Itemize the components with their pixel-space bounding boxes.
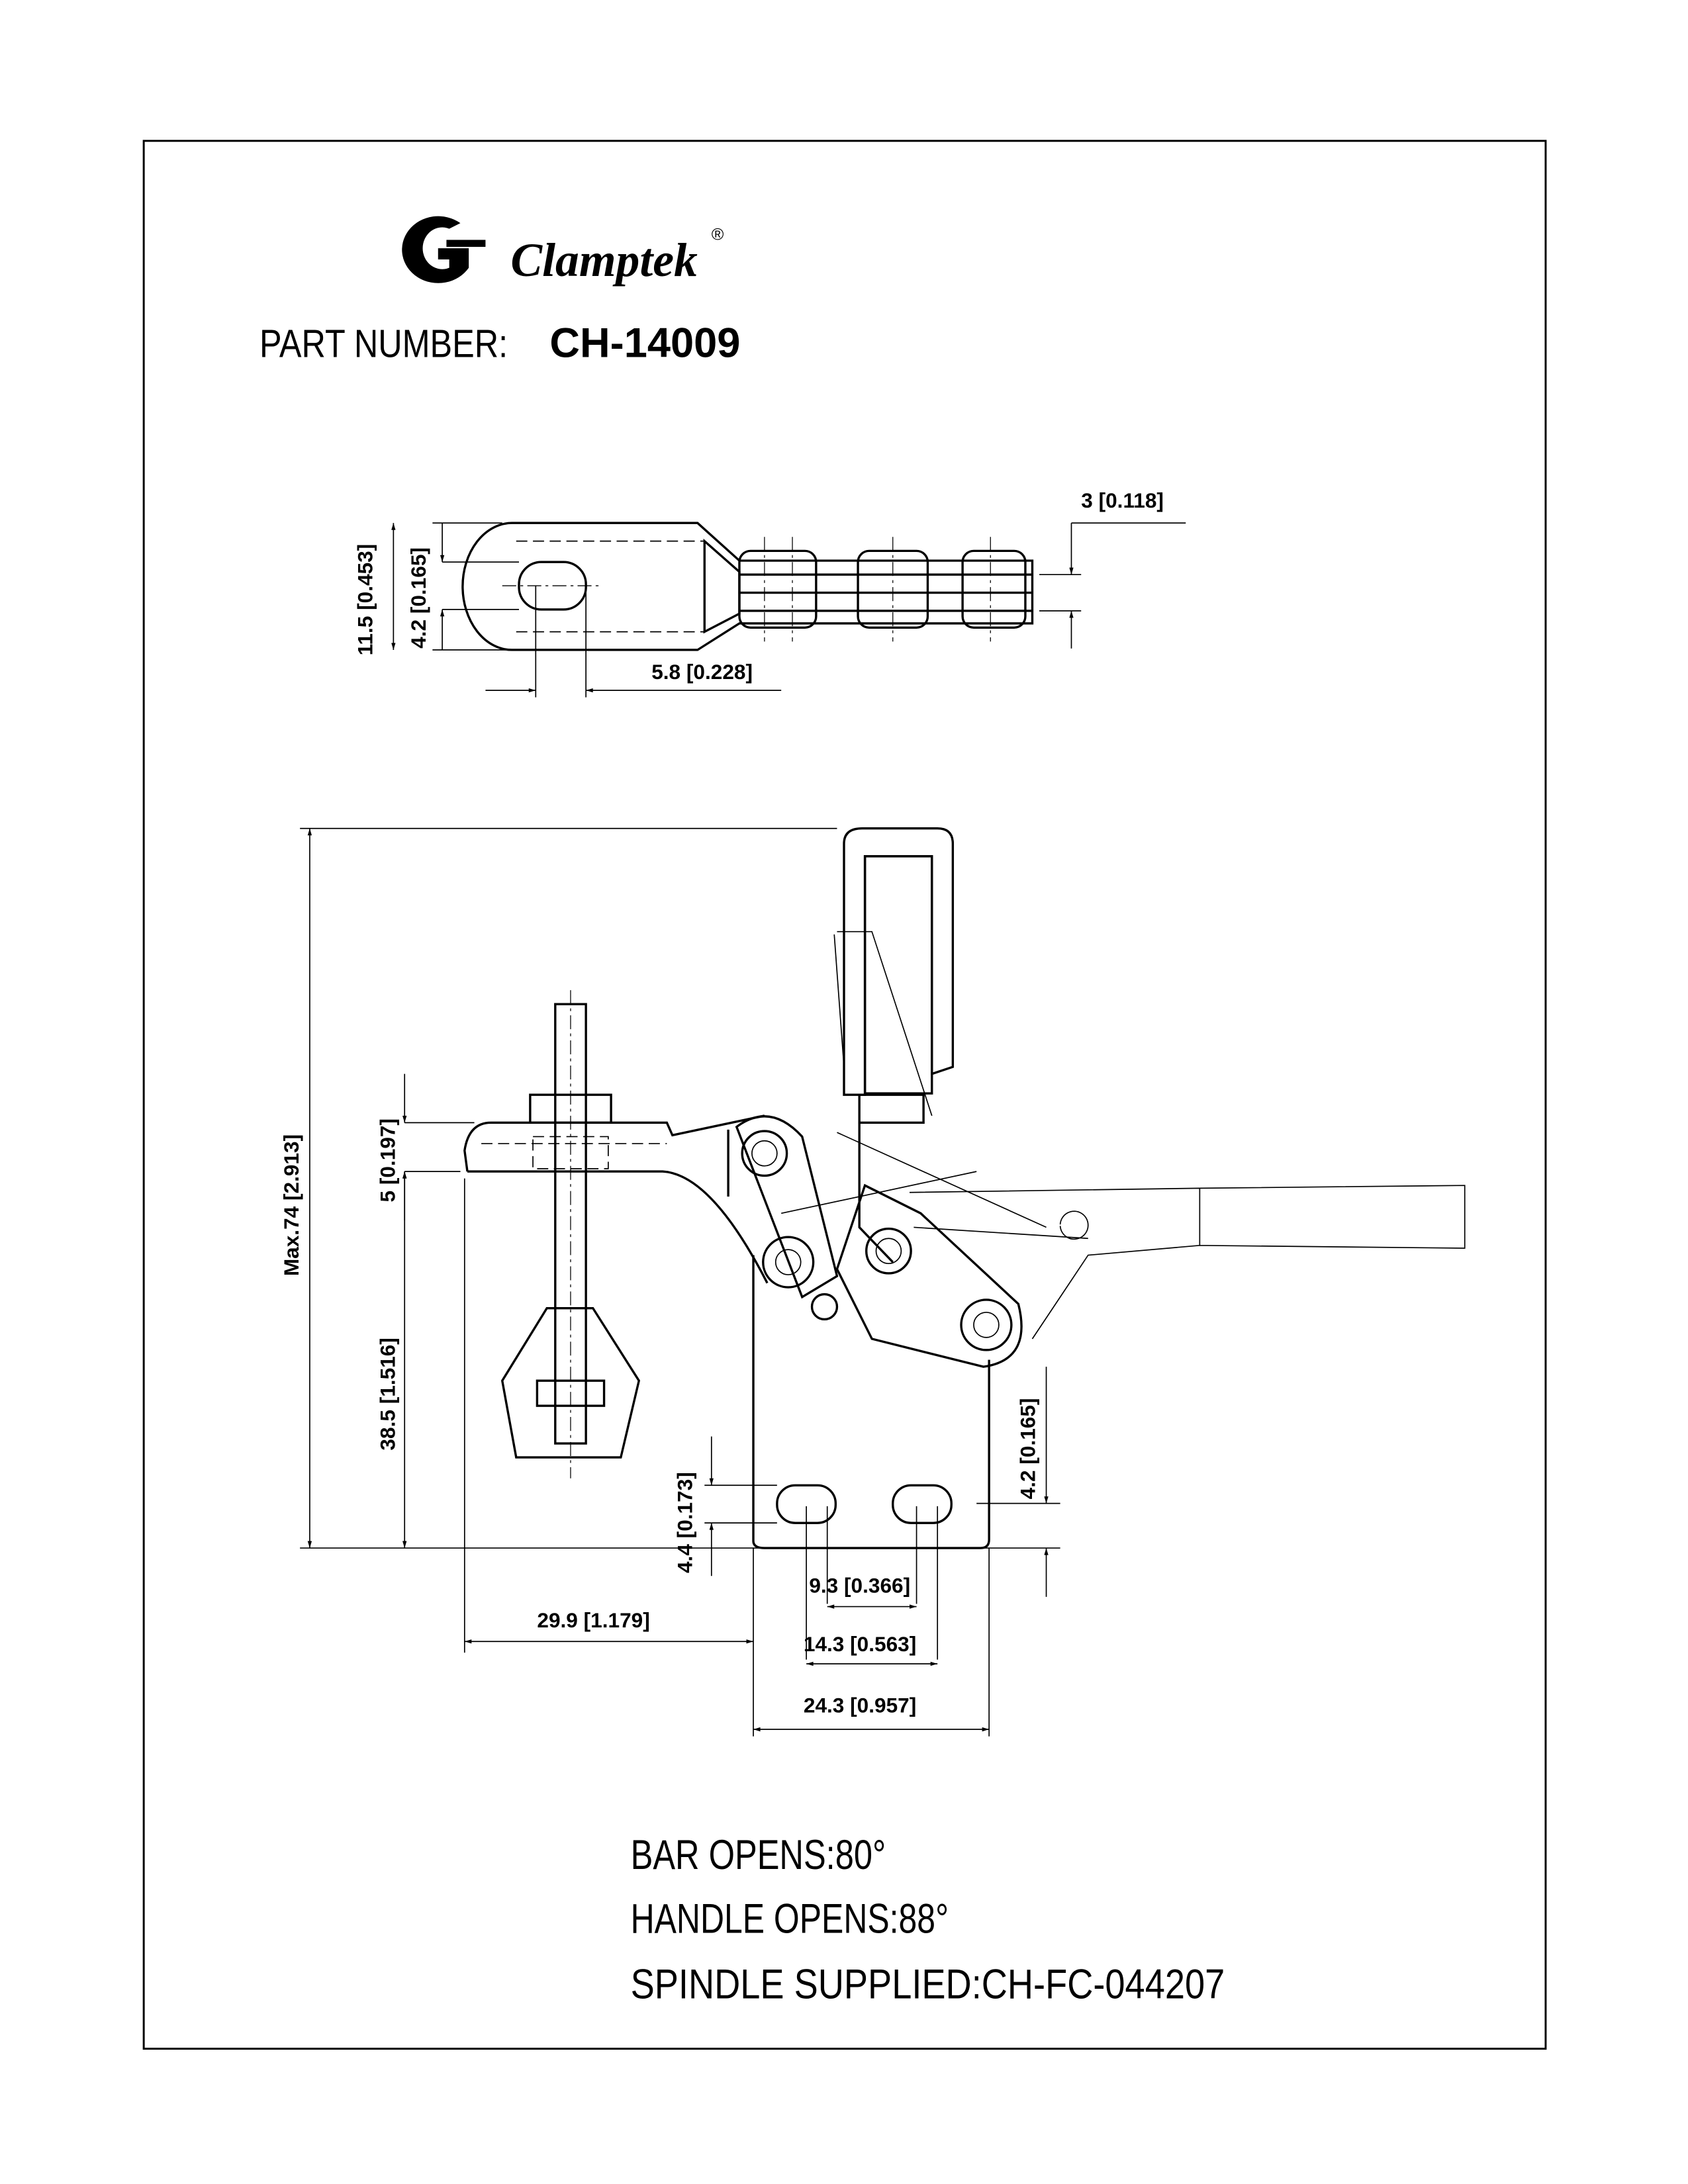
- note-spindle-supplied: SPINDLE SUPPLIED:CH-FC-044207: [631, 1962, 1225, 2008]
- part-number-value: CH-14009: [549, 320, 740, 366]
- side-view: Max.74 [2.913] 5 [0.197] 38.5 [1.516] 4.…: [279, 827, 1466, 1737]
- dim-hole-offset: 4.2 [0.165]: [1016, 1398, 1040, 1500]
- registered-mark: ®: [712, 225, 724, 244]
- dim-max-height: Max.74 [2.913]: [279, 1134, 303, 1276]
- dim-base-width: 24.3 [0.957]: [804, 1694, 916, 1717]
- dim-reach: 29.9 [1.179]: [537, 1608, 649, 1632]
- sheet-border: [142, 140, 1547, 2050]
- part-number-label: PART NUMBER:: [259, 322, 508, 365]
- top-view: 11.5 [0.453] 4.2 [0.165] 5.8 [0.228] 3 […: [353, 488, 1186, 698]
- dim-hole-height: 4.4 [0.173]: [673, 1472, 696, 1573]
- dim-hole-pitch-outer: 14.3 [0.563]: [804, 1632, 916, 1656]
- note-handle-opens: HANDLE OPENS:88°: [631, 1896, 949, 1942]
- dim-thickness: 3 [0.118]: [1081, 488, 1164, 512]
- clamptek-logo-icon: [402, 216, 486, 283]
- dim-overall-width: 11.5 [0.453]: [353, 544, 377, 656]
- note-bar-opens: BAR OPENS:80°: [631, 1832, 886, 1878]
- dim-slot-length: 5.8 [0.228]: [651, 660, 753, 684]
- brand-name: Clamptek: [510, 234, 698, 287]
- dim-hole-pitch-inner: 9.3 [0.366]: [809, 1574, 910, 1598]
- dim-arm-thickness: 5 [0.197]: [375, 1118, 399, 1202]
- dim-slot-width: 4.2 [0.165]: [406, 547, 430, 649]
- dim-spindle-height: 38.5 [1.516]: [375, 1338, 399, 1450]
